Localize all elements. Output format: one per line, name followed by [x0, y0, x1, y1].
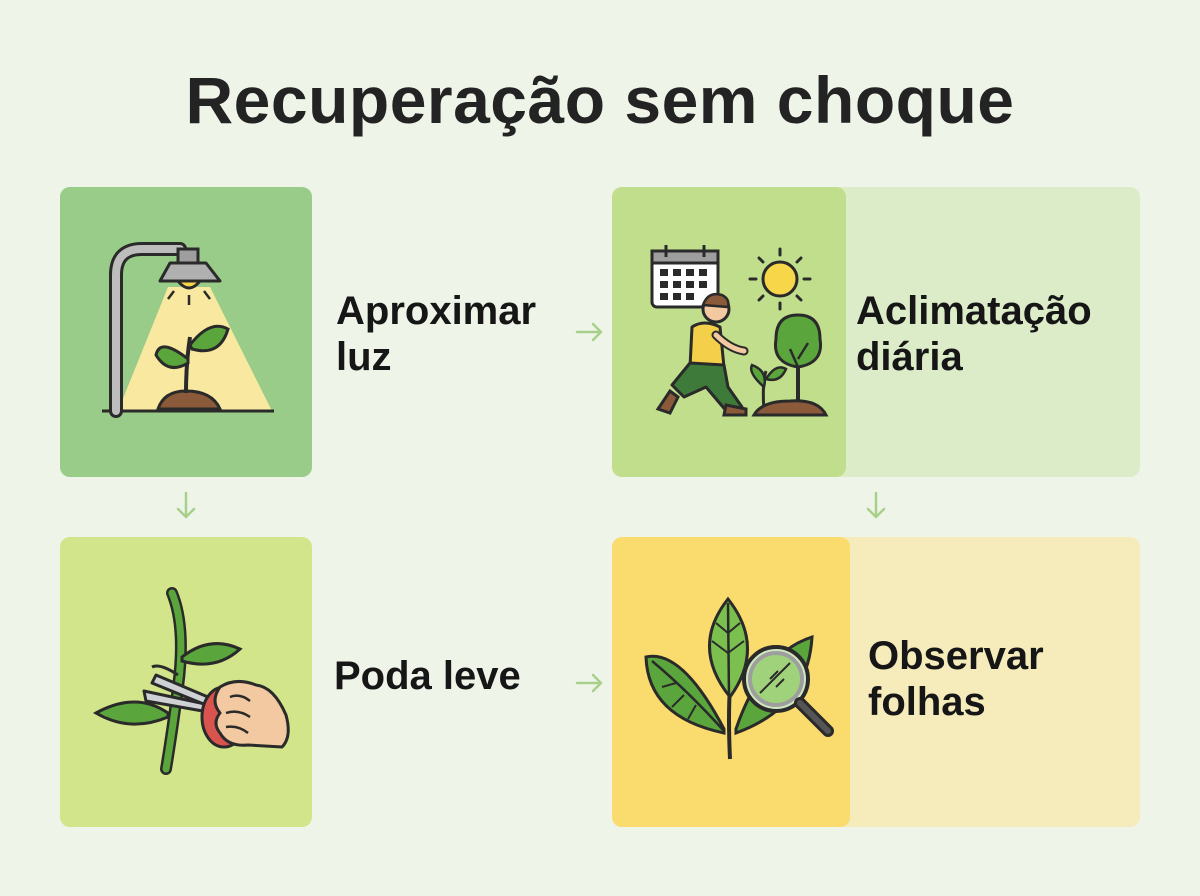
step-4-tile	[612, 537, 850, 827]
step-3-label-line1: Poda leve	[334, 654, 521, 698]
leaf-magnifier-icon	[644, 596, 834, 760]
step-2-label-line1: Aclimatação	[856, 289, 1092, 333]
step-3-label: Poda leve	[334, 653, 521, 699]
step-2-label: Aclimatação diária	[856, 288, 1092, 380]
pruning-shears-icon	[92, 587, 290, 775]
step-4-label: Observar folhas	[868, 633, 1044, 725]
step-3-tile	[60, 537, 312, 827]
step-1-label-line2: luz	[336, 335, 392, 379]
step-4-label-line1: Observar	[868, 634, 1044, 678]
grow-lamp-icon	[102, 242, 274, 418]
arrow-right-icon	[575, 322, 603, 342]
step-1-label: Aproximar luz	[336, 288, 536, 380]
step-2-label-line2: diária	[856, 335, 963, 379]
arrow-down-icon	[866, 491, 886, 519]
page-title: Recuperação sem choque	[185, 63, 1015, 137]
step-2-tile	[612, 187, 846, 477]
arrow-right-icon	[575, 673, 603, 693]
arrow-down-icon	[176, 491, 196, 519]
gardener-calendar-sun-icon	[650, 245, 829, 417]
step-1-label-line1: Aproximar	[336, 289, 537, 333]
step-4-label-line2: folhas	[868, 680, 986, 724]
step-1-tile	[60, 187, 312, 477]
